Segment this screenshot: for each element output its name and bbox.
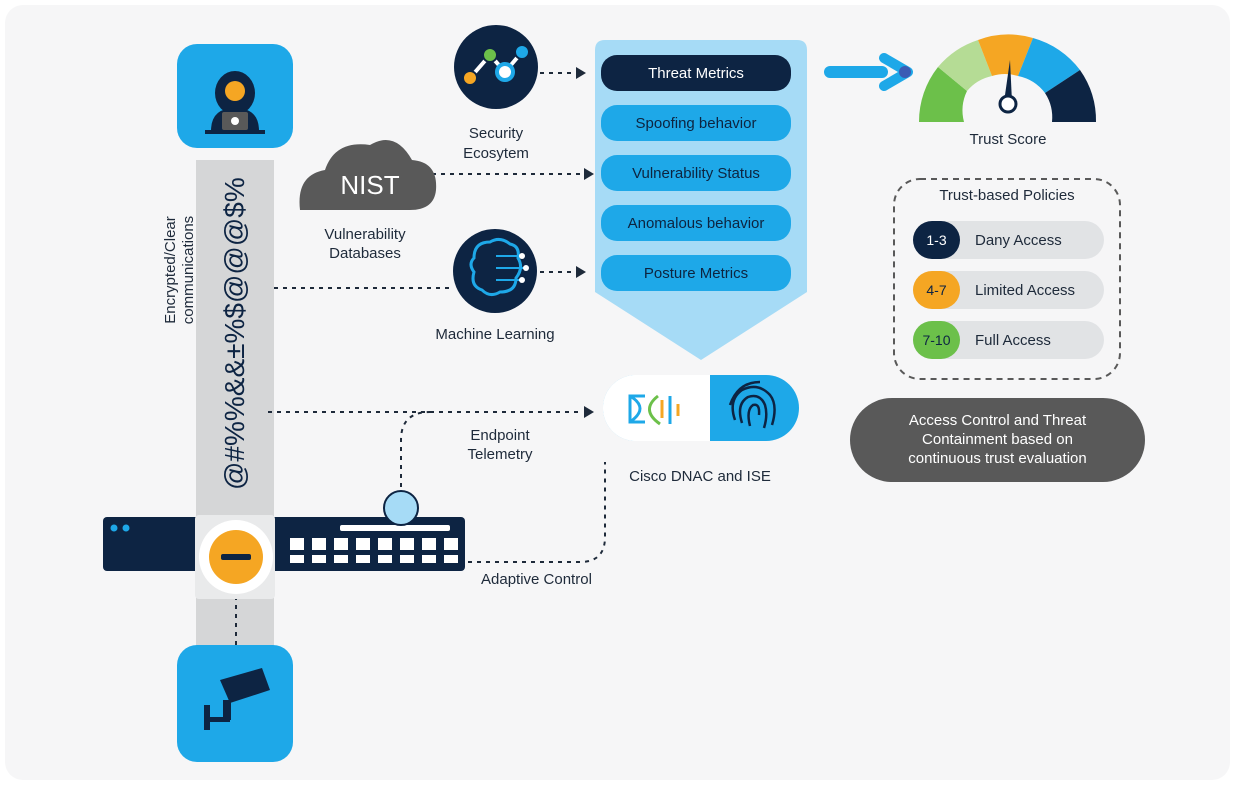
machine-learning-brain-icon xyxy=(453,229,537,313)
network-switch-icon xyxy=(103,490,465,599)
metric-posture: Posture Metrics xyxy=(601,255,791,291)
access-control-line3: continuous trust evaluation xyxy=(908,450,1087,467)
arrowheads xyxy=(576,67,594,418)
machine-learning-label: Machine Learning xyxy=(435,326,555,343)
endpoint-telemetry-line2: Telemetry xyxy=(467,446,533,463)
access-control-text: Access Control and Threat Containment ba… xyxy=(860,411,1135,468)
metric-anomalous-label: Anomalous behavior xyxy=(627,214,765,232)
cisco-dnac-ise-label: Cisco DNAC and ISE xyxy=(629,468,771,485)
scrambled-text: @#%%&&±%$@@@$% xyxy=(219,177,250,490)
policy-range: 1-3 xyxy=(913,221,960,259)
vulnerability-databases-line1: Vulnerability xyxy=(324,226,406,243)
security-ecosystem-label: Security Ecosytem xyxy=(450,124,542,164)
metric-vulnerability-label: Vulnerability Status xyxy=(632,164,760,182)
access-control-line2: Containment based on xyxy=(922,431,1073,448)
security-ecosystem-line2: Ecosytem xyxy=(463,145,529,162)
policy-label: Full Access xyxy=(975,331,1051,349)
connector-switch-telemetry xyxy=(400,411,431,505)
trust-gauge-icon xyxy=(918,34,1097,122)
metric-threat: Threat Metrics xyxy=(601,55,791,91)
arrow-right-icon xyxy=(824,53,913,91)
adaptive-control-label: Adaptive Control xyxy=(481,571,592,588)
nist-label: NIST xyxy=(340,170,400,200)
policy-row: 1-3 Dany Access xyxy=(913,221,1104,259)
policy-label: Limited Access xyxy=(975,281,1076,299)
trust-score-label: Trust Score xyxy=(969,131,1047,148)
policy-label: Dany Access xyxy=(975,231,1062,249)
access-control-line1: Access Control and Threat xyxy=(908,412,1087,429)
fingerprint-icon xyxy=(728,380,776,429)
policy-range: 7-10 xyxy=(913,321,960,359)
dna-icon xyxy=(628,394,680,426)
metric-anomalous: Anomalous behavior xyxy=(601,205,791,241)
metric-vulnerability: Vulnerability Status xyxy=(601,155,791,191)
metric-spoofing-label: Spoofing behavior xyxy=(635,114,757,132)
dnac-ise-pill xyxy=(603,375,799,441)
encrypted-comms-label: Encrypted/Clear communications xyxy=(162,190,202,350)
security-ecosystem-icon xyxy=(454,25,538,109)
vulnerability-databases-label: Vulnerability Databases xyxy=(310,225,420,263)
endpoint-telemetry-label: Endpoint Telemetry xyxy=(450,426,550,464)
dotted-connectors xyxy=(235,72,606,650)
encrypted-comms-line2: communications xyxy=(180,215,197,325)
hacker-icon xyxy=(177,44,293,148)
policies-box xyxy=(893,178,1121,380)
metric-threat-label: Threat Metrics xyxy=(648,64,744,82)
trust-policies-title: Trust-based Policies xyxy=(939,187,1075,204)
encrypted-comms-line1: Encrypted/Clear xyxy=(162,216,179,324)
policy-range: 4-7 xyxy=(913,271,960,309)
vulnerability-databases-line2: Databases xyxy=(329,245,401,262)
metric-spoofing: Spoofing behavior xyxy=(601,105,791,141)
nist-cloud-icon xyxy=(299,140,437,210)
endpoint-telemetry-line1: Endpoint xyxy=(470,427,530,444)
access-control-note xyxy=(850,398,1145,482)
security-ecosystem-line1: Security xyxy=(468,125,524,142)
policy-row: 4-7 Limited Access xyxy=(913,271,1104,309)
security-camera-icon xyxy=(177,645,293,762)
metric-posture-label: Posture Metrics xyxy=(643,264,749,282)
policy-row: 7-10 Full Access xyxy=(913,321,1104,359)
